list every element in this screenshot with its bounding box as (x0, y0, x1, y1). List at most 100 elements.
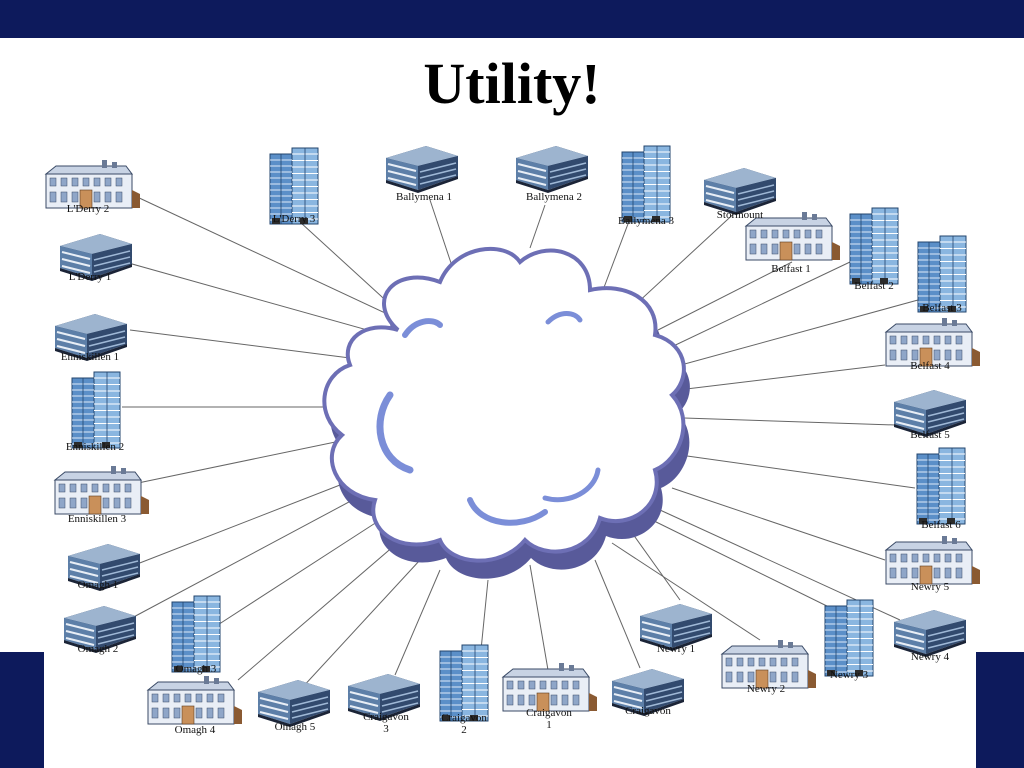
site-label: Omagh 2 (78, 643, 119, 655)
site-label: Belfast 6 (921, 519, 961, 531)
connection-line (127, 494, 363, 621)
connection-line (611, 542, 761, 641)
house-building-icon (744, 212, 840, 261)
site-node: Ballymena 1 (386, 146, 458, 203)
cloud-inner-curve (467, 497, 548, 526)
site-node: Omagh 3 (171, 595, 221, 675)
site-node: Belfast 6 (916, 447, 966, 531)
office-building-icon (894, 390, 966, 437)
site-node: Omagh 4 (146, 676, 242, 736)
site-nodes: L'Derry 2 L'Derry 1 Enniskillen 1 Enniskill… (44, 145, 980, 736)
site-node: Omagh 2 (64, 606, 136, 655)
site-node: Omagh 5 (258, 680, 330, 733)
site-label-line: Enniskillen 1 (61, 351, 119, 363)
site-label: Newry 5 (911, 581, 950, 593)
site-label: Belfast 5 (910, 429, 950, 441)
tower-building-icon (916, 447, 966, 525)
connection-line (529, 204, 546, 249)
site-label-line: Ballymena 3 (618, 215, 674, 227)
tower-building-icon (849, 207, 899, 285)
site-label-line: Ballymena 2 (526, 191, 582, 203)
site-label: L'Derry 2 (67, 203, 110, 215)
site-node: Newry 1 (640, 604, 712, 655)
connection-line (209, 519, 381, 631)
connection-line (394, 569, 441, 676)
office-building-icon (612, 669, 684, 716)
site-node: Belfast 2 (849, 207, 899, 292)
connection-line (669, 299, 919, 369)
site-label: Ballymena 1 (396, 191, 452, 203)
site-node: Belfast 5 (894, 390, 966, 441)
site-node: Belfast 3 (917, 235, 967, 314)
site-label: Omagh 4 (175, 724, 216, 736)
site-label: Belfast 2 (854, 280, 893, 292)
site-node: Newry 3 (824, 599, 874, 681)
slide-title: Utility! (423, 51, 601, 116)
site-label-line: Craigavon (441, 712, 487, 724)
house-building-icon (501, 663, 597, 712)
site-label: Newry 1 (657, 643, 695, 655)
site-node: L'Derry 1 (60, 234, 132, 283)
connection-line (529, 564, 549, 671)
network-cloud (322, 246, 690, 579)
cloud-inner-curve (376, 391, 414, 474)
office-building-icon (258, 680, 330, 727)
site-label: Stormount (717, 209, 763, 221)
site-label: L'Derry 1 (69, 271, 112, 283)
top-banner (0, 0, 1024, 38)
office-building-icon (68, 544, 140, 591)
site-label-line: Omagh 2 (78, 643, 119, 655)
tower-building-icon (171, 595, 221, 673)
site-label-line: Newry 4 (911, 651, 950, 663)
site-node: Enniskillen 2 (66, 371, 124, 453)
site-label-line: Belfast 1 (771, 263, 810, 275)
site-node: Newry 5 (884, 536, 980, 593)
cloud-inner-curve (545, 311, 583, 325)
connection-line (629, 529, 681, 601)
connection-line (299, 559, 421, 691)
tower-building-icon (269, 147, 319, 225)
site-label: Omagh 3 (176, 663, 217, 675)
office-building-icon (894, 610, 966, 657)
site-label: Omagh 5 (275, 721, 316, 733)
site-label-line: Craigavon (363, 711, 409, 723)
site-label: Ballymena 3 (618, 215, 674, 227)
site-label: Newry 4 (911, 651, 950, 663)
site-label: L'Derry 3 (273, 213, 316, 225)
connection-line (137, 439, 346, 484)
site-label: Ballymena 2 (526, 191, 582, 203)
office-building-icon (55, 314, 127, 361)
connection-line (134, 195, 401, 321)
connection-line (677, 364, 886, 391)
site-node: L'Derry 3 (269, 147, 319, 225)
house-building-icon (884, 318, 980, 367)
tower-building-icon (439, 644, 489, 722)
connection-lines (122, 195, 919, 691)
site-label-line: Belfast 2 (854, 280, 893, 292)
site-node: L'Derry 2 (44, 160, 140, 215)
connection-line (129, 329, 351, 359)
connection-line (594, 559, 641, 669)
house-building-icon (884, 536, 980, 585)
site-label: Belfast 3 (922, 302, 962, 314)
site-label-line: Stormount (717, 209, 763, 221)
left-footer-band (0, 652, 44, 768)
site-label-line: Craigavon (526, 707, 572, 719)
site-label-line: Enniskillen 3 (68, 513, 127, 525)
connection-line (664, 261, 851, 351)
site-node: Enniskillen 3 (53, 466, 149, 525)
site-node: Stormount (704, 168, 776, 221)
connection-line (237, 544, 396, 681)
office-building-icon (348, 674, 420, 721)
office-building-icon (386, 146, 458, 193)
connection-line (634, 207, 741, 306)
house-building-icon (720, 640, 816, 689)
office-building-icon (640, 604, 712, 651)
site-label: Enniskillen 3 (68, 513, 127, 525)
connection-line (131, 477, 359, 567)
site-label-line: 2 (461, 724, 467, 736)
